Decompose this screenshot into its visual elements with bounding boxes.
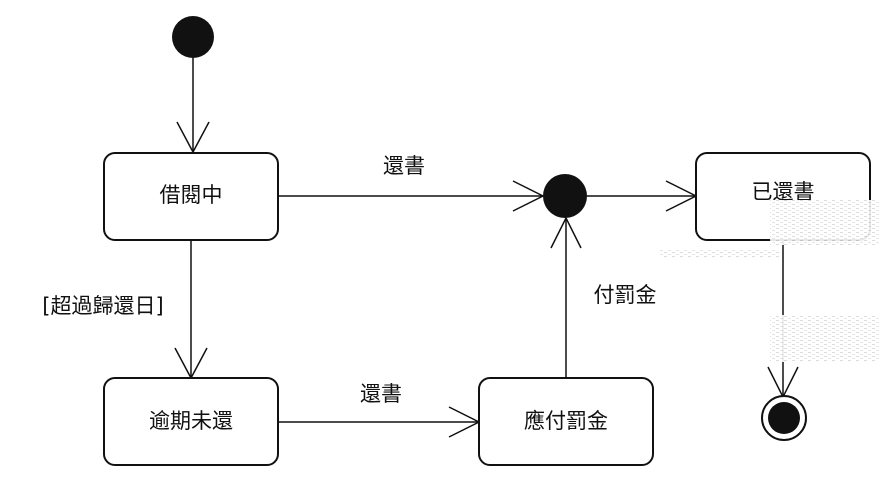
initial-node (172, 16, 214, 58)
scan-noise-top (770, 200, 880, 245)
state-borrowing: 借閱中 (103, 152, 279, 241)
state-borrowing-label: 借閱中 (160, 183, 223, 207)
label-overdue-guard: [超過歸還日] (42, 294, 163, 318)
label-return-book-top: 還書 (383, 154, 425, 178)
junction-node (543, 174, 587, 218)
state-overdue-label: 逾期未還 (149, 409, 233, 433)
label-pay-fine: 付罰金 (594, 283, 657, 307)
scan-noise-middle (770, 315, 880, 362)
state-fine-due-label: 應付罰金 (524, 409, 608, 433)
scan-noise-strip (660, 250, 780, 258)
state-fine-due: 應付罰金 (478, 377, 654, 466)
final-node (761, 395, 807, 441)
state-overdue: 逾期未還 (103, 377, 279, 466)
arrowhead-fine-to-junction (550, 216, 582, 249)
label-return-book-bottom: 還書 (360, 382, 402, 406)
